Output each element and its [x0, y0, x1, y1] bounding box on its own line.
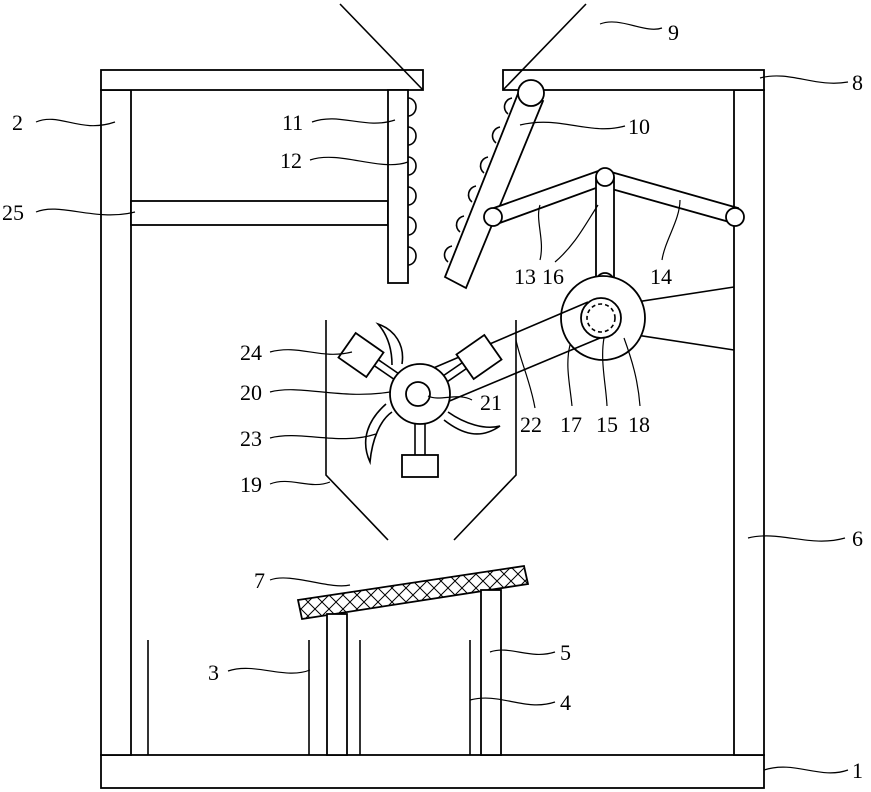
link-joint-top	[596, 168, 614, 186]
label-9: 9	[668, 20, 679, 45]
hammer-bottom	[402, 420, 438, 477]
label-3: 3	[208, 660, 219, 685]
hammer-left	[338, 333, 402, 382]
shelf	[131, 201, 388, 225]
label-17: 17	[560, 412, 582, 437]
label-1: 1	[852, 758, 863, 783]
label-22: 22	[520, 412, 542, 437]
right-wall	[734, 90, 764, 755]
label-16: 16	[542, 264, 564, 289]
swing-plate	[445, 91, 543, 288]
label-25: 25	[2, 200, 24, 225]
label-21: 21	[480, 390, 502, 415]
label-2: 2	[12, 110, 23, 135]
crusher-axle	[406, 382, 430, 406]
leader-lines	[36, 22, 848, 773]
support-post-left	[327, 614, 347, 755]
left-wall	[101, 90, 131, 755]
label-13: 13	[514, 264, 536, 289]
base-plate	[101, 755, 764, 788]
fixed-plate	[388, 90, 408, 283]
belt-upper	[410, 302, 588, 378]
label-7: 7	[254, 568, 265, 593]
belt-lower	[428, 338, 600, 410]
label-6: 6	[852, 526, 863, 551]
label-5: 5	[560, 640, 571, 665]
link-joint-right	[726, 208, 744, 226]
label-10: 10	[628, 114, 650, 139]
label-23: 23	[240, 426, 262, 451]
label-19: 19	[240, 472, 262, 497]
label-11: 11	[282, 110, 303, 135]
label-4: 4	[560, 690, 571, 715]
label-20: 20	[240, 380, 262, 405]
support-post-right	[481, 590, 501, 755]
link-joint-left	[484, 208, 502, 226]
swing-pivot	[518, 80, 544, 106]
fixed-rollers	[408, 98, 416, 265]
top-plate-left	[101, 70, 423, 90]
label-24: 24	[240, 340, 262, 365]
link-rod	[596, 178, 614, 280]
label-12: 12	[280, 148, 302, 173]
label-15: 15	[596, 412, 618, 437]
link-arm-right	[601, 170, 738, 223]
label-8: 8	[852, 70, 863, 95]
label-14: 14	[650, 264, 672, 289]
label-18: 18	[628, 412, 650, 437]
